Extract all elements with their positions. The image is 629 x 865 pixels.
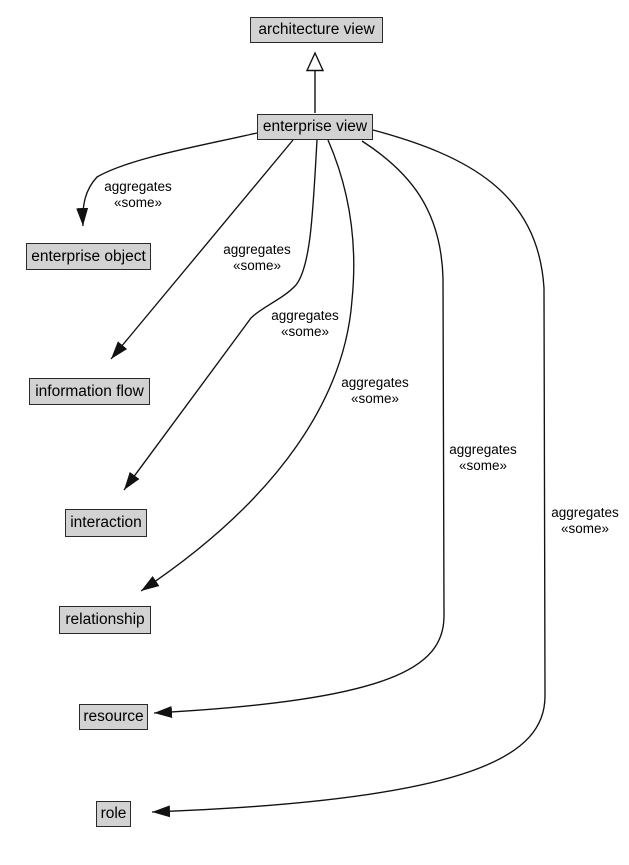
edge-label-line2: «some» bbox=[350, 391, 400, 406]
edge-label-line1: aggregates bbox=[449, 442, 517, 457]
node-enterprise-view: enterprise view bbox=[257, 114, 373, 140]
edge-label-line1: aggregates bbox=[271, 308, 339, 323]
edge-label-line1: aggregates bbox=[551, 505, 619, 520]
generalization-arrow bbox=[305, 51, 325, 113]
hollow-triangle-icon bbox=[305, 51, 325, 72]
node-architecture-view: architecture view bbox=[250, 17, 383, 43]
node-enterprise-object: enterprise object bbox=[26, 243, 151, 270]
edge-label-information-flow: aggregates«some» bbox=[223, 242, 291, 274]
edge-label-line1: aggregates bbox=[223, 242, 291, 257]
edge-label-resource: aggregates«some» bbox=[449, 442, 517, 474]
edge-label-relationship: aggregates«some» bbox=[341, 375, 409, 407]
edge-label-line1: aggregates bbox=[104, 179, 172, 194]
edge-label-line2: «some» bbox=[280, 324, 330, 339]
edge-enterprise-view-to-resource bbox=[153, 140, 445, 718]
edge-label-line2: «some» bbox=[560, 521, 610, 536]
node-role: role bbox=[96, 801, 131, 827]
edge-enterprise-view-to-enterprise-object bbox=[76, 132, 258, 227]
edge-label-line2: «some» bbox=[232, 258, 282, 273]
edge-label-enterprise-object: aggregates«some» bbox=[104, 179, 172, 211]
edge-enterprise-view-to-interaction bbox=[123, 139, 318, 491]
node-interaction: interaction bbox=[65, 509, 147, 537]
edge-label-role: aggregates«some» bbox=[551, 505, 619, 537]
edge-label-interaction: aggregates«some» bbox=[271, 308, 339, 340]
node-information-flow: information flow bbox=[29, 378, 150, 405]
edge-enterprise-view-to-role bbox=[151, 129, 546, 818]
node-relationship: relationship bbox=[59, 606, 151, 634]
edge-label-line2: «some» bbox=[458, 458, 508, 473]
edge-enterprise-view-to-relationship bbox=[140, 139, 355, 592]
edge-enterprise-view-to-information-flow bbox=[110, 139, 294, 360]
edge-label-line1: aggregates bbox=[341, 375, 409, 390]
node-resource: resource bbox=[79, 704, 148, 730]
edge-label-line2: «some» bbox=[113, 195, 163, 210]
